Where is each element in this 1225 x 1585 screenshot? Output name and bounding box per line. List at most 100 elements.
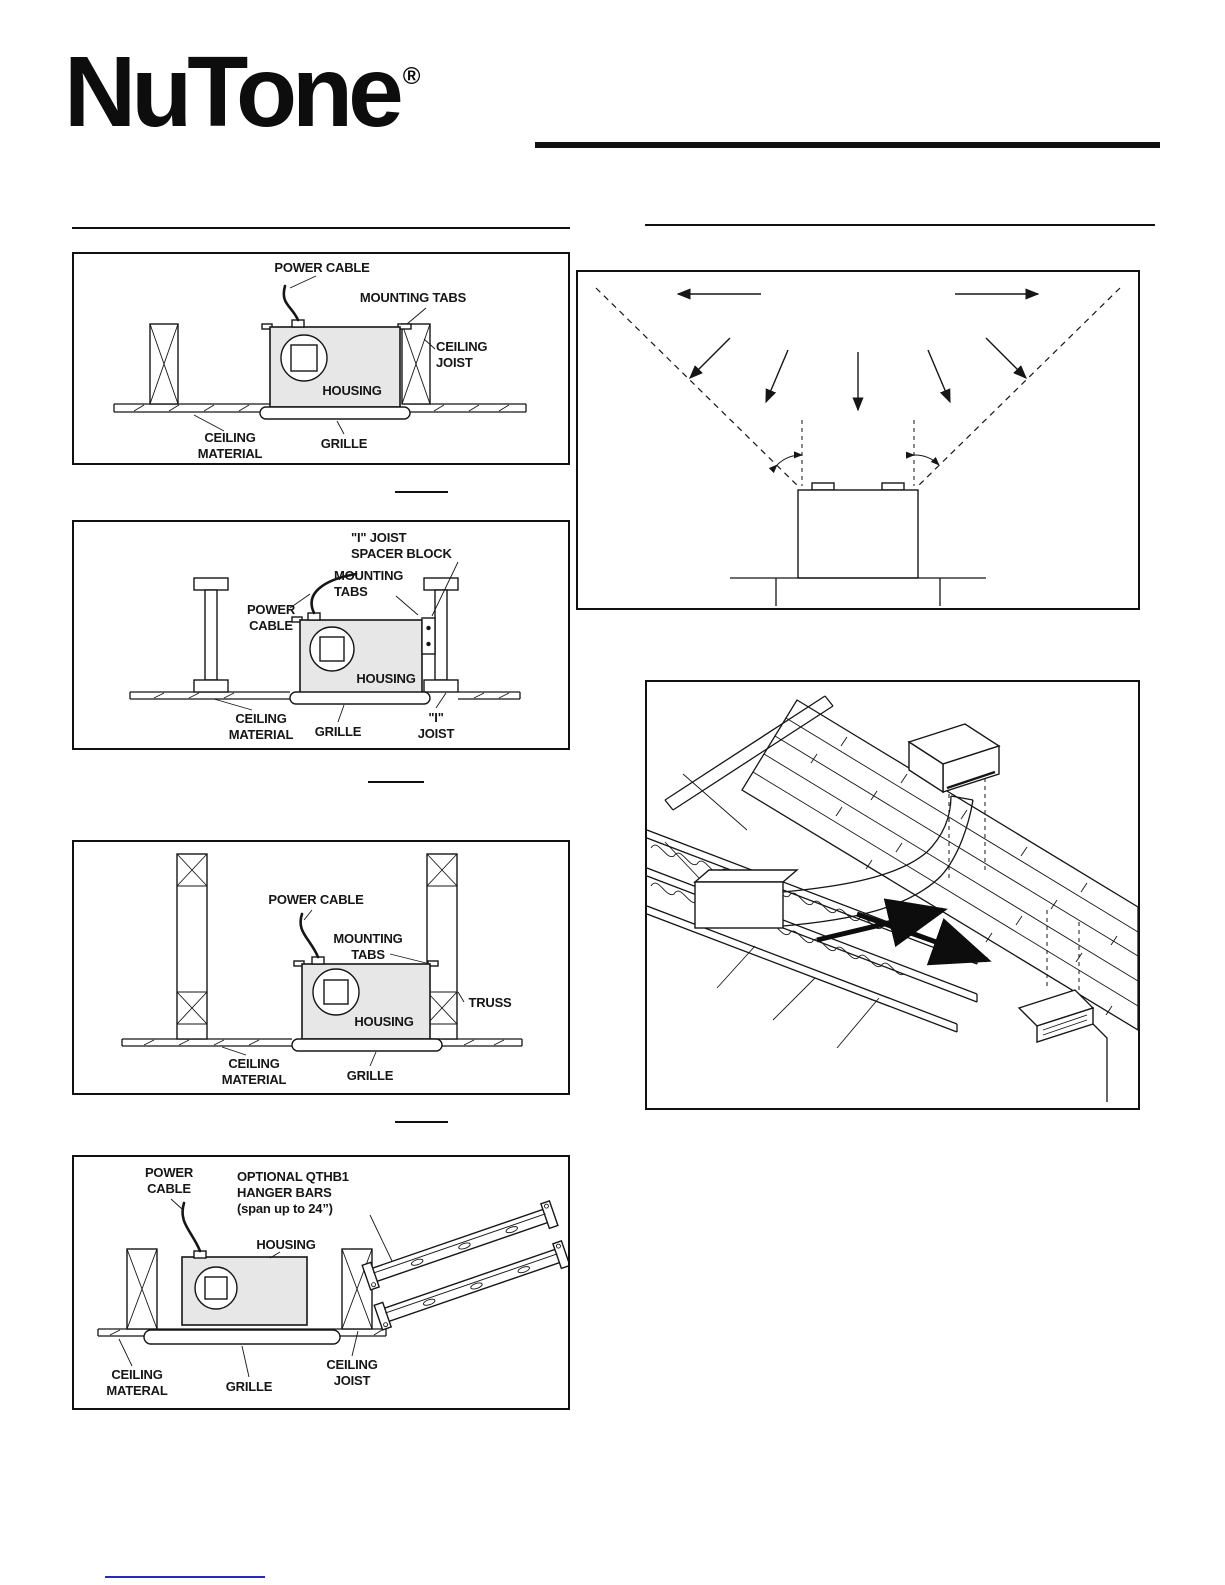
- leader-lines: [118, 1198, 393, 1378]
- shingle-course: [774, 735, 1138, 957]
- label-hanger-3: (span up to 24”): [237, 1201, 333, 1216]
- label-ceiling-material-2: MATERIAL: [222, 1072, 287, 1087]
- hanger-bar-lower: [373, 1239, 568, 1331]
- label-ceiling-joist-2: JOIST: [436, 355, 473, 370]
- label-hanger-2: HANGER BARS: [237, 1185, 332, 1200]
- label-ceiling-material-2: MATERIAL: [198, 446, 263, 461]
- shingle-course: [752, 771, 1138, 1007]
- label-ceiling-material-1: CEILING: [111, 1367, 162, 1382]
- spacer-bolt-1: [426, 625, 431, 631]
- label-power-2: CABLE: [147, 1181, 191, 1196]
- blower-outlet: [323, 979, 349, 1005]
- figure-hanger-bars-frame: POWER CABLE OPTIONAL QTHB1 HANGER BARS (…: [72, 1155, 570, 1410]
- attic-joists: [647, 829, 978, 1033]
- figure-ceiling-joist-frame: POWER CABLE MOUNTING TABS CEILING JOIST …: [72, 252, 570, 465]
- label-grille: GRILLE: [315, 724, 362, 739]
- grille-shape: [289, 691, 431, 705]
- airflow-arrow-up: [816, 898, 948, 948]
- shingle-course: [763, 753, 1138, 982]
- label-grille: GRILLE: [347, 1068, 394, 1083]
- airflow-arrows: [676, 288, 1040, 412]
- ceiling-material: [113, 403, 527, 413]
- truss-right: [426, 853, 458, 1040]
- rafter-board: [664, 695, 834, 811]
- brand-name: NuTone: [64, 36, 404, 148]
- leader-lines: [664, 773, 880, 1049]
- label-power-cable: POWER CABLE: [268, 892, 364, 907]
- i-joist-left: [193, 577, 229, 693]
- label-housing: HOUSING: [356, 671, 415, 686]
- airflow-arrow-down: [856, 911, 992, 966]
- label-i-joist-spacer-2: SPACER BLOCK: [351, 546, 452, 561]
- shingle-course: [785, 717, 1138, 933]
- label-i-joist-spacer-1: "I" JOIST: [351, 530, 407, 545]
- label-power-1: POWER: [247, 602, 296, 617]
- label-grille: GRILLE: [321, 436, 368, 451]
- unit-body: [797, 489, 919, 579]
- label-housing: HOUSING: [256, 1237, 315, 1252]
- fan-housing: [261, 319, 412, 408]
- figure-clearance-diagram: [595, 287, 1121, 606]
- figure2-caption-rule: [368, 781, 424, 783]
- grille-shape: [259, 406, 411, 420]
- left-column-rule: [72, 227, 570, 229]
- ceiling-joist-right: [341, 1248, 373, 1330]
- power-cable-line: [181, 1201, 202, 1253]
- blower-outlet: [319, 636, 345, 662]
- label-ceiling-material-2: MATERAL: [106, 1383, 167, 1398]
- duct: [782, 795, 974, 927]
- right-column-rule: [645, 224, 1155, 226]
- figure1-caption-rule: [395, 491, 448, 493]
- ceiling-joist-left: [126, 1248, 158, 1330]
- label-ceiling-material-2: MATERIAL: [229, 727, 294, 742]
- ceiling-joist-left: [149, 323, 179, 405]
- label-power-1: POWER: [145, 1165, 194, 1180]
- fan-housing: [693, 869, 799, 929]
- fan-unit: [730, 482, 986, 606]
- fan-housing: [291, 612, 436, 697]
- figure-truss-diagram: POWER CABLE MOUNTING TABS TRUSS HOUSING …: [121, 853, 523, 1087]
- soffit-vent: [1017, 989, 1095, 1043]
- figure-i-joist-frame: "I" JOIST SPACER BLOCK MOUNTING TABS POW…: [72, 520, 570, 750]
- label-ceiling-material-1: CEILING: [228, 1056, 279, 1071]
- footer-link-underline[interactable]: [105, 1576, 265, 1578]
- label-ceiling-material-1: CEILING: [235, 711, 286, 726]
- blower-outlet: [204, 1276, 228, 1300]
- figure-roof-venting-diagram: [647, 695, 1138, 1102]
- truss-left: [176, 853, 208, 1040]
- blank-label-box: [1009, 744, 1085, 784]
- figure-clearance-frame: [576, 270, 1140, 610]
- label-mounting-1: MOUNTING: [334, 568, 403, 583]
- label-ceiling-joist-1: CEILING: [436, 339, 487, 354]
- header-underline: [535, 142, 1160, 148]
- spacer-bolt-2: [426, 641, 431, 647]
- power-cable-line: [282, 284, 300, 322]
- clearance-line-right: [915, 287, 1121, 489]
- label-power-2: CABLE: [249, 618, 293, 633]
- power-cable-line: [299, 912, 320, 959]
- label-mounting-1: MOUNTING: [333, 931, 402, 946]
- angle-arc-left: [768, 451, 803, 474]
- spacer-block: [421, 617, 436, 655]
- label-ceiling-joist-1: CEILING: [326, 1357, 377, 1372]
- leader-lines: [213, 561, 459, 723]
- label-ceiling-joist-2: JOIST: [334, 1373, 371, 1388]
- hanger-bar-upper: [361, 1199, 559, 1291]
- figure-ceiling-joist-diagram: POWER CABLE MOUNTING TABS CEILING JOIST …: [113, 260, 527, 461]
- label-ceiling-material-1: CEILING: [204, 430, 255, 445]
- unit-tab-right: [881, 482, 905, 491]
- label-i-joist-1: "I": [428, 710, 443, 725]
- label-housing: HOUSING: [354, 1014, 413, 1029]
- label-truss: TRUSS: [468, 995, 512, 1010]
- label-mounting-2: TABS: [334, 584, 368, 599]
- leader-lines: [193, 275, 436, 435]
- figure-hanger-bars-diagram: POWER CABLE OPTIONAL QTHB1 HANGER BARS (…: [97, 1165, 568, 1398]
- roof-cap-vent: [907, 723, 1001, 794]
- label-i-joist-2: JOIST: [418, 726, 455, 741]
- figure-i-joist-diagram: "I" JOIST SPACER BLOCK MOUNTING TABS POW…: [129, 530, 521, 742]
- label-housing: HOUSING: [322, 383, 381, 398]
- figure-truss-frame: POWER CABLE MOUNTING TABS TRUSS HOUSING …: [72, 840, 570, 1095]
- label-hanger-1: OPTIONAL QTHB1: [237, 1169, 349, 1184]
- label-grille: GRILLE: [226, 1379, 273, 1394]
